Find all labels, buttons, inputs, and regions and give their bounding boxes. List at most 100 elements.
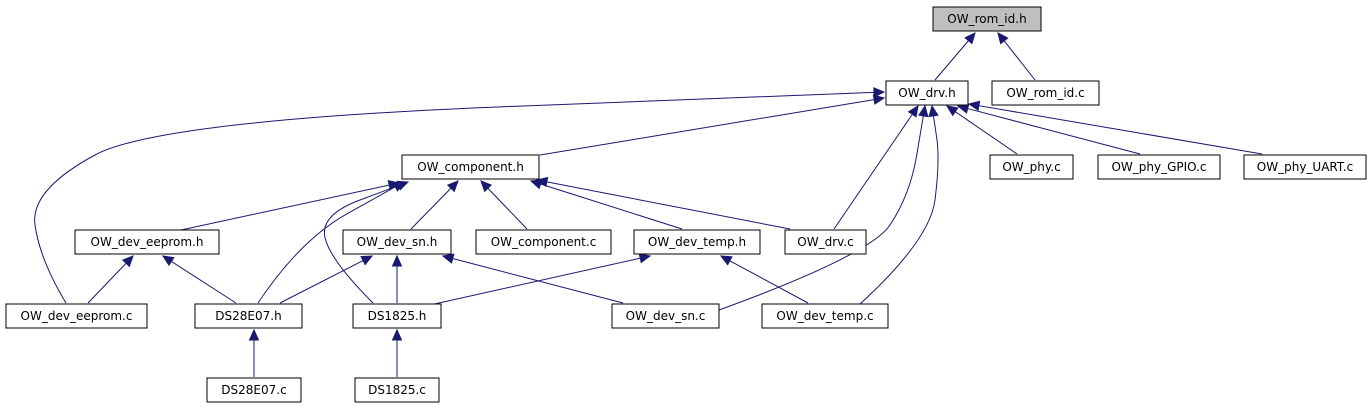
node-dev-temp-h[interactable]: OW_dev_temp.h — [633, 229, 761, 255]
edge-dev-sn-c-to-dev-sn-h-arrowhead — [441, 253, 455, 264]
edge-dev-temp-h-to-component-h-line — [540, 183, 683, 230]
node-component-c-label: OW_component.c — [491, 235, 597, 249]
edge-ds1825-h-to-component-h-line — [323, 185, 399, 304]
node-ds1825-h-box — [352, 303, 442, 329]
node-dev-eeprom-h-box — [74, 229, 220, 255]
edge-drv-c-to-drv-h — [833, 104, 919, 230]
node-dev-sn-c-label: OW_dev_sn.c — [626, 309, 706, 323]
edge-drv-c-to-component-h — [535, 176, 791, 230]
edge-ds1825-c-to-ds1825-h-arrowhead — [391, 328, 403, 341]
node-dev-sn-c[interactable]: OW_dev_sn.c — [611, 303, 720, 329]
edge-phy-c-to-drv-h — [945, 105, 1018, 155]
node-dev-sn-h[interactable]: OW_dev_sn.h — [342, 229, 452, 255]
node-phy-c[interactable]: OW_phy.c — [989, 154, 1074, 180]
node-rom-id-c-label: OW_rom_id.c — [1006, 86, 1084, 100]
node-rom-id-c-box — [991, 80, 1100, 106]
node-phy-gpio-c[interactable]: OW_phy_GPIO.c — [1097, 154, 1221, 180]
node-phy-c-box — [989, 154, 1074, 180]
node-ds1825-c[interactable]: DS1825.c — [354, 377, 440, 403]
edge-phy-gpio-c-to-drv-h — [956, 103, 1141, 155]
edge-dev-temp-c-to-dev-temp-h-arrowhead — [719, 255, 733, 266]
node-phy-uart-c-box — [1243, 154, 1367, 180]
node-dev-eeprom-h[interactable]: OW_dev_eeprom.h — [74, 229, 220, 255]
edge-phy-gpio-c-to-drv-h-arrowhead — [956, 103, 970, 114]
node-ds28e07-c[interactable]: DS28E07.c — [206, 377, 302, 403]
edge-dev-eeprom-h-to-component-h — [180, 180, 401, 231]
edge-dev-eeprom-c-to-dev-eeprom-h-arrowhead — [121, 255, 134, 268]
edge-ds28e07-h-to-dev-sn-h-line — [279, 260, 364, 304]
edge-dev-sn-h-to-component-h-arrowhead — [446, 180, 459, 193]
node-ds1825-h-label: DS1825.h — [368, 309, 427, 323]
nodes-layer: OW_rom_id.h OW_drv.h OW_rom_id.c OW_comp… — [5, 6, 1367, 403]
edge-dev-temp-c-to-dev-temp-h-line — [729, 260, 809, 304]
edge-dev-temp-h-to-component-h — [529, 179, 683, 230]
node-ds28e07-h[interactable]: DS28E07.h — [194, 303, 303, 329]
node-drv-c-label: OW_drv.c — [797, 235, 853, 249]
edge-ds1825-h-to-dev-temp-h-arrowhead — [638, 253, 652, 264]
node-component-c[interactable]: OW_component.c — [475, 229, 612, 255]
edge-drv-c-to-drv-h-arrowhead — [907, 104, 919, 118]
edge-ds1825-h-to-dev-sn-h-arrowhead — [391, 254, 403, 267]
node-ds28e07-c-label: DS28E07.c — [221, 383, 286, 397]
edge-dev-temp-c-to-dev-temp-h — [719, 255, 809, 304]
edge-ds1825-h-to-component-h-arrowhead — [396, 180, 410, 191]
edge-dev-sn-h-to-component-h — [410, 180, 459, 230]
edge-component-h-to-drv-h-arrowhead — [872, 94, 886, 105]
edge-dev-eeprom-c-to-dev-eeprom-h — [87, 255, 134, 304]
edge-ds28e07-h-to-component-h-line — [257, 186, 396, 304]
edge-dev-temp-c-to-drv-h — [859, 104, 939, 305]
edge-phy-uart-c-to-drv-h-line — [978, 105, 1263, 155]
node-dev-temp-c[interactable]: OW_dev_temp.c — [761, 303, 889, 329]
node-dev-sn-h-label: OW_dev_sn.h — [357, 235, 438, 249]
edge-ds1825-h-to-dev-temp-h — [429, 253, 652, 306]
edge-drv-h-to-rom-id-h-arrowhead — [964, 32, 976, 45]
node-dev-eeprom-c-label: OW_dev_eeprom.c — [21, 309, 133, 323]
node-phy-gpio-c-label: OW_phy_GPIO.c — [1111, 160, 1206, 174]
node-rom-id-c[interactable]: OW_rom_id.c — [991, 80, 1100, 106]
node-ds1825-h[interactable]: DS1825.h — [352, 303, 442, 329]
node-rom-id-h-label: OW_rom_id.h — [947, 12, 1026, 26]
edge-phy-c-to-drv-h-line — [954, 111, 1018, 155]
node-drv-c[interactable]: OW_drv.c — [784, 229, 867, 255]
node-component-h[interactable]: OW_component.h — [401, 154, 540, 180]
edge-phy-gpio-c-to-drv-h-line — [967, 108, 1141, 155]
node-phy-uart-c-label: OW_phy_UART.c — [1257, 160, 1353, 174]
node-drv-h[interactable]: OW_drv.h — [885, 80, 969, 106]
node-component-c-box — [475, 229, 612, 255]
edge-phy-uart-c-to-drv-h-arrowhead — [967, 100, 981, 111]
node-component-h-label: OW_component.h — [417, 160, 524, 174]
node-ds28e07-h-label: DS28E07.h — [215, 309, 281, 323]
node-rom-id-h[interactable]: OW_rom_id.h — [932, 6, 1042, 32]
edge-phy-uart-c-to-drv-h — [967, 100, 1263, 155]
edge-ds1825-h-to-dev-sn-h — [391, 254, 403, 303]
node-dev-temp-c-box — [761, 303, 889, 329]
node-drv-h-box — [885, 80, 969, 106]
edge-ds28e07-h-to-dev-eeprom-h — [161, 255, 237, 304]
edge-component-c-to-component-h — [480, 180, 528, 230]
edge-drv-c-to-drv-h-line — [833, 113, 913, 230]
edge-drv-h-to-rom-id-h-line — [934, 40, 969, 81]
node-ds28e07-h-box — [194, 303, 303, 329]
edge-rom-id-c-to-rom-id-h — [997, 32, 1036, 81]
edge-ds28e07-c-to-ds28e07-h — [248, 328, 260, 377]
edge-ds28e07-h-to-dev-sn-h-arrowhead — [360, 255, 374, 266]
edge-rom-id-c-to-rom-id-h-line — [1003, 40, 1036, 81]
node-dev-eeprom-c-box — [5, 303, 148, 329]
edge-ds1825-c-to-ds1825-h — [391, 328, 403, 377]
node-drv-h-label: OW_drv.h — [898, 86, 955, 100]
edge-component-c-to-component-h-arrowhead — [480, 180, 493, 193]
edge-dev-eeprom-c-to-drv-h — [34, 87, 886, 304]
edge-dev-sn-c-to-drv-h — [718, 104, 929, 311]
edge-component-h-to-drv-h — [539, 94, 886, 156]
node-ds1825-c-label: DS1825.c — [368, 383, 426, 397]
node-phy-uart-c[interactable]: OW_phy_UART.c — [1243, 154, 1367, 180]
edge-ds1825-h-to-dev-temp-h-line — [429, 257, 641, 306]
edge-ds28e07-h-to-dev-sn-h — [279, 255, 374, 304]
node-rom-id-h-box — [932, 6, 1042, 32]
edge-component-c-to-component-h-line — [487, 187, 528, 230]
node-phy-gpio-c-box — [1097, 154, 1221, 180]
edge-dev-eeprom-c-to-dev-eeprom-h-line — [87, 262, 127, 304]
node-dev-eeprom-c[interactable]: OW_dev_eeprom.c — [5, 303, 148, 329]
node-dev-sn-c-box — [611, 303, 720, 329]
edge-dev-sn-c-to-drv-h-arrowhead — [918, 104, 929, 118]
